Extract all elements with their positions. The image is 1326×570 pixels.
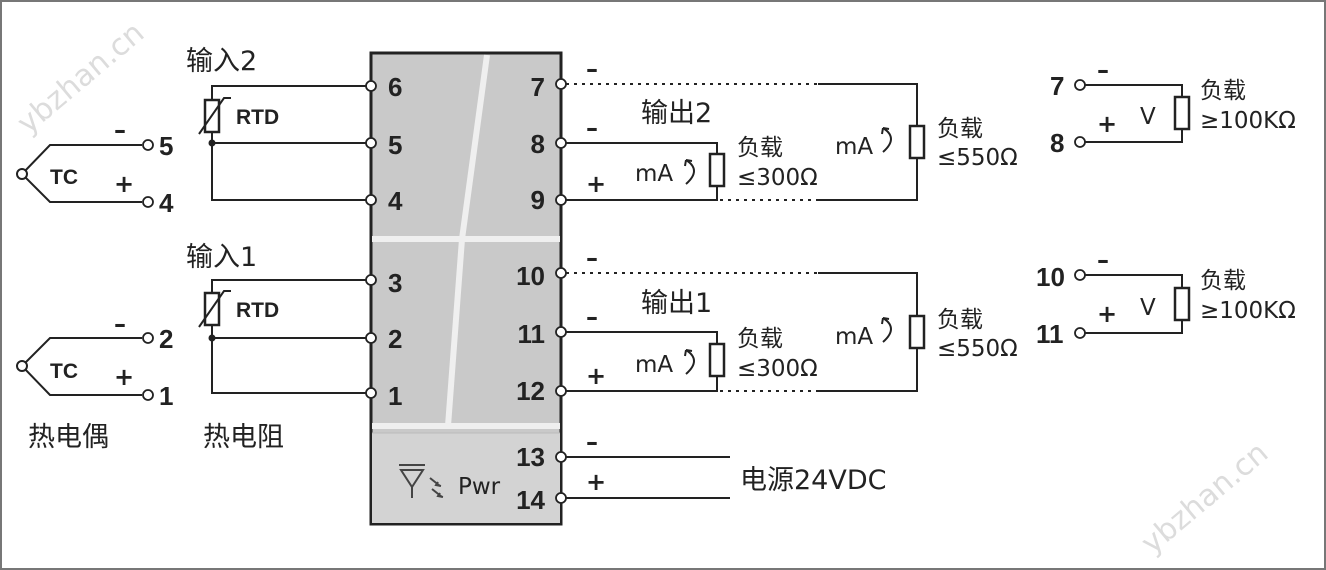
input2-title: 输入2 [186, 46, 257, 77]
watermark-left: ybzhan.cn [11, 15, 151, 141]
voltage-output-2 [1074, 79, 1191, 148]
vout1-terminal-10: 10 [1036, 262, 1065, 292]
tc2-plus: + [114, 170, 134, 198]
rtd-label-2: RTD [236, 106, 279, 129]
load-value-out2-300: ≤300Ω [737, 165, 818, 191]
vout1-plus: + [1097, 300, 1117, 328]
terminal-12: 12 [516, 376, 545, 406]
led-icon [399, 464, 444, 498]
voltage-output-1 [1074, 269, 1191, 339]
terminal-2: 2 [388, 324, 402, 354]
rtd-symbol-1 [198, 290, 231, 328]
out2-t9-plus: + [586, 170, 606, 198]
rtd-caption: 热电阻 [203, 422, 284, 453]
tc1-terminal-1: 1 [159, 381, 173, 411]
tc2-terminal-4: 4 [159, 188, 174, 218]
load-word-out1-300: 负载 [737, 326, 783, 352]
module-body: Pwr [369, 51, 563, 526]
vout2-terminal-7: 7 [1050, 71, 1064, 101]
load-word-out2-300: 负载 [737, 135, 783, 161]
terminal-14: 14 [516, 485, 545, 515]
load-word-out1-550: 负载 [937, 307, 983, 333]
tc2-terminal-5: 5 [159, 131, 173, 161]
out1-t11-minus: – [586, 303, 598, 331]
rtd-symbol-2 [198, 97, 231, 135]
watermark-right: ybzhan.cn [1135, 435, 1275, 561]
vout2-plus: + [1097, 110, 1117, 138]
terminal-10: 10 [516, 261, 545, 291]
input1-title: 输入1 [186, 242, 257, 273]
out1-t12-plus: + [586, 362, 606, 390]
out2-t8-minus: – [586, 114, 598, 142]
left-terminals [365, 80, 377, 399]
pwr-t13-minus: – [586, 428, 598, 456]
terminal-8: 8 [531, 129, 545, 159]
vout1-load-value: ≥100KΩ [1200, 298, 1296, 324]
terminal-5: 5 [388, 130, 402, 160]
thermocouple-1 [16, 332, 154, 401]
terminal-6: 6 [388, 72, 402, 102]
right-terminals [555, 78, 567, 504]
vout1-v-label: V [1140, 295, 1156, 321]
load-word-out2-550: 负载 [937, 116, 983, 142]
load-resistor-550-out2 [908, 124, 926, 160]
vout1-minus: – [1097, 246, 1109, 274]
power-label: 电源24VDC [740, 465, 886, 496]
ma-label-out2-300: mA [635, 161, 673, 187]
terminal-3: 3 [388, 268, 402, 298]
rtd-label-1: RTD [236, 299, 279, 322]
out1-t10-minus: – [586, 244, 598, 272]
load-resistor-550-out1 [908, 314, 926, 350]
load-value-out1-300: ≤300Ω [737, 356, 818, 382]
terminal-11: 11 [518, 319, 546, 349]
right-terminal-numbers: 7 8 9 10 11 12 13 14 [516, 72, 545, 515]
pwr-t14-plus: + [586, 468, 606, 496]
load-value-out1-550: ≤550Ω [937, 336, 1018, 362]
ma-label-out2-550: mA [835, 134, 873, 160]
left-terminal-numbers: 6 5 4 3 2 1 [388, 72, 403, 411]
tc1-plus: + [114, 363, 134, 391]
output2-title: 输出2 [641, 98, 712, 129]
terminal-4: 4 [388, 186, 403, 216]
tc1-minus: – [114, 310, 126, 338]
vout2-load-value: ≥100KΩ [1200, 108, 1296, 134]
pwr-label: Pwr [458, 474, 501, 500]
load-resistor-300-out2 [708, 152, 726, 188]
tc-label-2: TC [50, 166, 78, 189]
terminal-13: 13 [516, 442, 545, 472]
current-arrows [684, 127, 892, 375]
vout2-load-word: 负载 [1200, 78, 1246, 104]
ma-label-out1-550: mA [835, 324, 873, 350]
tc2-minus: – [114, 116, 126, 144]
input-wiring [208, 85, 371, 394]
terminal-7: 7 [531, 72, 545, 102]
vout1-load-word: 负载 [1200, 268, 1246, 294]
terminal-9: 9 [531, 185, 545, 215]
tc-label-1: TC [50, 360, 78, 383]
vout1-terminal-11: 11 [1036, 319, 1064, 349]
vout2-terminal-8: 8 [1050, 128, 1064, 158]
vout2-v-label: V [1140, 104, 1156, 130]
thermocouple-caption: 热电偶 [28, 422, 109, 453]
thermocouple-2 [16, 139, 154, 208]
tc1-terminal-2: 2 [159, 324, 173, 354]
terminal-1: 1 [388, 381, 402, 411]
vout2-minus: – [1097, 56, 1109, 84]
load-resistor-300-out1 [708, 342, 726, 378]
load-value-out2-550: ≤550Ω [937, 145, 1018, 171]
output1-title: 输出1 [641, 288, 712, 319]
ma-label-out1-300: mA [635, 352, 673, 378]
out2-t7-minus: – [586, 55, 598, 83]
